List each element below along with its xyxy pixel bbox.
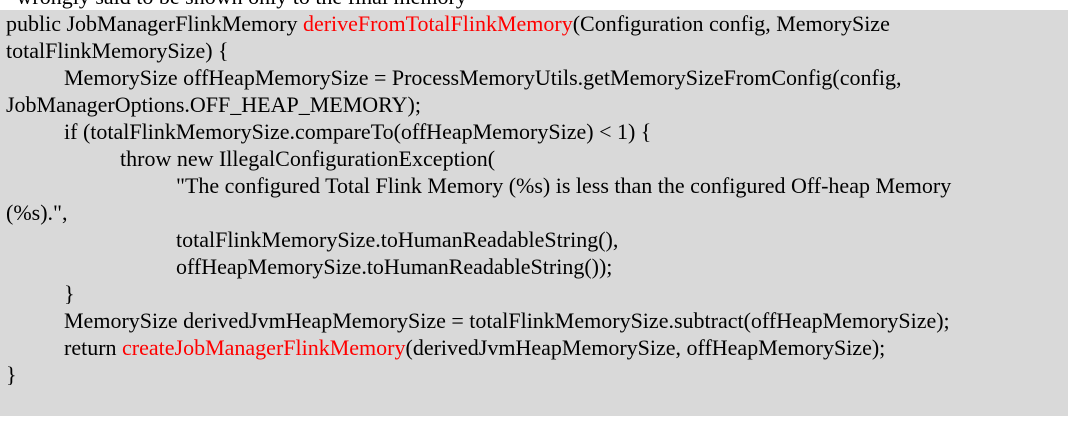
code-block: public JobManagerFlinkMemory deriveFromT… [0,10,1068,416]
code-text: MemorySize derivedJvmHeapMemorySize = to… [64,308,950,333]
code-text: public JobManagerFlinkMemory [6,11,303,36]
code-text: return [64,335,123,360]
code-line: totalFlinkMemorySize.toHumanReadableStri… [6,226,1068,253]
code-line: "The configured Total Flink Memory (%s) … [6,172,1068,199]
code-text: "The configured Total Flink Memory (%s) … [176,173,952,198]
code-text: (Configuration config, MemorySize [572,11,890,36]
code-text: (%s).", [6,200,68,225]
code-text: throw new IllegalConfigurationException( [120,146,496,171]
code-line: offHeapMemorySize.toHumanReadableString(… [6,253,1068,280]
code-text: JobManagerOptions.OFF_HEAP_MEMORY); [6,92,421,117]
code-text: } [6,362,17,387]
code-text: offHeapMemorySize.toHumanReadableString(… [176,254,613,279]
code-line: } [6,280,1068,307]
previous-text-fragment: wrongly said to be shown only to the fin… [0,0,1076,10]
code-text: } [64,281,75,306]
method-name-highlight: deriveFromTotalFlinkMemory [302,11,573,36]
code-line: if (totalFlinkMemorySize.compareTo(offHe… [6,118,1068,145]
code-text: if (totalFlinkMemorySize.compareTo(offHe… [64,119,652,144]
code-line [6,388,1068,415]
code-line: MemorySize offHeapMemorySize = ProcessMe… [6,64,1068,91]
code-line: return createJobManagerFlinkMemory(deriv… [6,334,1068,361]
code-line: throw new IllegalConfigurationException( [6,145,1068,172]
code-text: totalFlinkMemorySize.toHumanReadableStri… [176,227,619,252]
code-line: totalFlinkMemorySize) { [6,37,1068,64]
code-line: JobManagerOptions.OFF_HEAP_MEMORY); [6,91,1068,118]
code-text: (derivedJvmHeapMemorySize, offHeapMemory… [405,335,886,360]
code-line: MemorySize derivedJvmHeapMemorySize = to… [6,307,1068,334]
code-line: public JobManagerFlinkMemory deriveFromT… [6,10,1068,37]
code-text: MemorySize offHeapMemorySize = ProcessMe… [64,65,902,90]
code-line: } [6,361,1068,388]
previous-text-line: wrongly said to be shown only to the fin… [0,0,467,10]
code-line: (%s).", [6,199,1068,226]
method-name-highlight: createJobManagerFlinkMemory [122,335,406,360]
code-text: totalFlinkMemorySize) { [6,38,229,63]
